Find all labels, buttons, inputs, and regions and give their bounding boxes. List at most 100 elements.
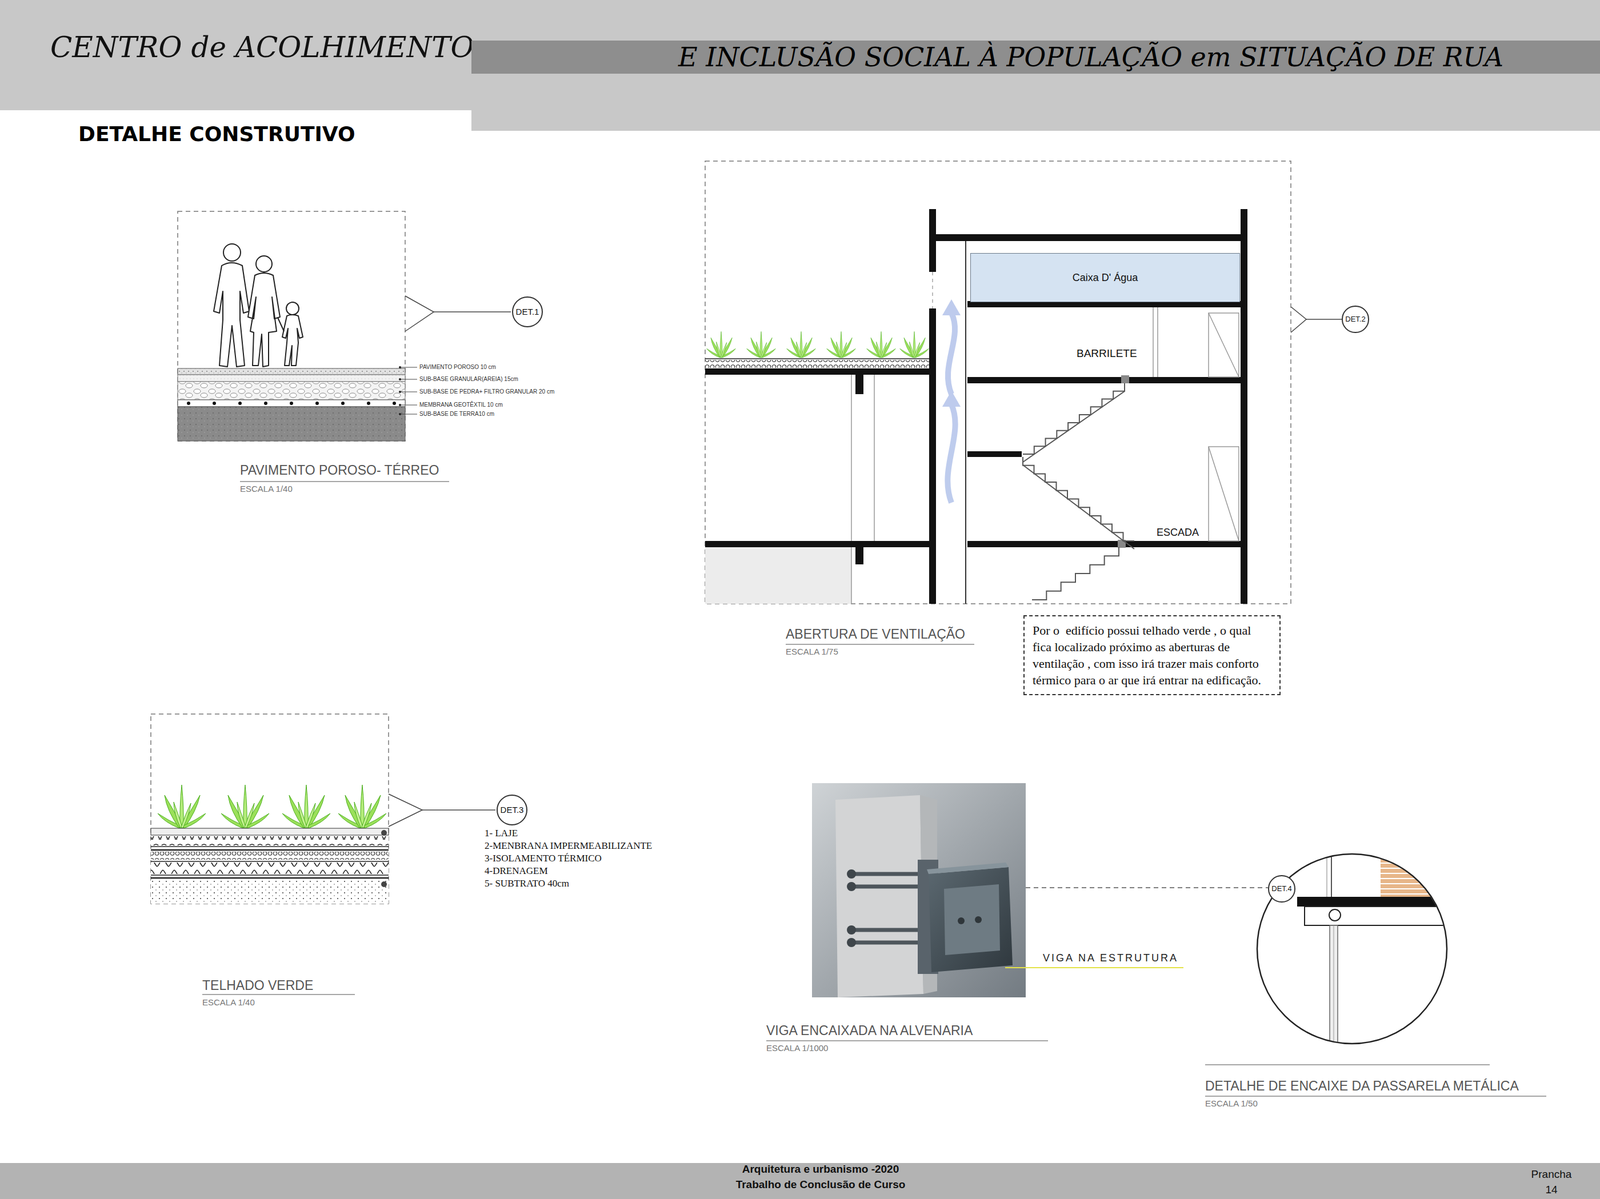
detail-callout: DET.3	[496, 794, 528, 826]
leader-line	[1005, 967, 1184, 969]
green-roof-plants	[746, 331, 776, 358]
green-roof-detail	[150, 849, 389, 852]
green-roof-detail	[282, 785, 331, 829]
header-bar: E INCLUSÃO SOCIAL À POPULAÇÃO em SITUAÇÃ…	[471, 40, 1600, 74]
callout-bracket	[388, 296, 1342, 827]
beam-photo	[852, 928, 918, 933]
walkway-detail	[1333, 925, 1335, 1052]
beam-photo	[812, 783, 1026, 998]
section-drawing	[1208, 446, 1239, 542]
section-drawing	[1121, 375, 1130, 384]
walkway-detail	[1326, 811, 1328, 898]
pavement-detail	[177, 211, 406, 442]
pavement-detail	[366, 401, 371, 406]
beam-photo	[852, 885, 918, 890]
part-label: VIGA NA ESTRUTURA	[1042, 952, 1179, 965]
heading-underline	[1205, 1064, 1490, 1066]
section-drawing	[932, 272, 934, 309]
walkway-detail	[1304, 906, 1452, 926]
beam-photo	[812, 783, 1026, 998]
detail-callout: DET.4	[1268, 875, 1295, 903]
callout-number: DET.1	[516, 306, 540, 317]
green-roof-detail	[157, 785, 206, 829]
pavement-detail	[186, 401, 191, 406]
section-drawing	[1152, 307, 1154, 378]
detail-callout: DET.1	[512, 296, 543, 328]
green-roof-plants	[826, 331, 856, 358]
people-figures	[213, 244, 303, 367]
people-figures	[248, 273, 280, 367]
beam-photo	[846, 938, 856, 948]
walkway-detail	[1257, 854, 1447, 1044]
pavement-detail	[398, 404, 402, 407]
section-drawing	[705, 209, 1248, 604]
section-drawing	[705, 360, 930, 368]
people-figures	[286, 302, 299, 315]
green-roof-detail	[150, 828, 389, 836]
section-drawing	[1208, 446, 1239, 542]
ventilation-arrow	[942, 299, 961, 316]
beam-photo	[944, 884, 1000, 956]
green-roof-detail	[338, 785, 387, 829]
callout-bracket	[1306, 318, 1342, 320]
pavement-detail	[177, 211, 418, 442]
pavement-detail	[264, 401, 268, 406]
walkway-detail	[1329, 909, 1341, 922]
drawing-heading: DETALHE DE ENCAIXE DA PASSARELA METÁLICA	[1205, 1078, 1519, 1094]
footer-band: Arquitetura e urbanismo -2020Trabalho de…	[0, 1163, 1600, 1199]
green-roof-detail	[150, 880, 389, 904]
section-drawing	[1208, 313, 1239, 378]
beam-photo	[852, 941, 918, 946]
heading-underline	[202, 481, 1547, 1097]
walkway-detail	[1330, 811, 1332, 898]
section-drawing	[705, 541, 932, 548]
drawing-heading: PAVIMENTO POROSO- TÉRREO	[240, 462, 439, 478]
room-label: ESCADA	[1156, 526, 1199, 539]
pavement-detail	[400, 414, 418, 415]
beam-photo	[926, 862, 1009, 875]
heading-underline	[202, 994, 355, 996]
beam-photo	[846, 882, 856, 892]
green-roof-detail	[381, 881, 387, 888]
title-rule	[78, 147, 372, 148]
header-background	[471, 0, 1600, 131]
section-drawing	[932, 272, 934, 309]
walkway-detail	[1257, 811, 1452, 1052]
section-drawing	[967, 377, 1248, 384]
layer-label: MEMBRANA GEOTÊXTIL 10 cm	[419, 401, 503, 409]
pavement-detail	[177, 374, 406, 382]
band-text: Prancha	[1531, 1168, 1572, 1182]
pavement-detail	[398, 366, 402, 369]
stair-steps	[1032, 547, 1119, 600]
beam-photo	[974, 916, 982, 924]
section-drawing	[967, 451, 1022, 458]
walkway-detail	[1329, 925, 1338, 1052]
scale-note: ESCALA 1/75	[785, 646, 839, 657]
band-text: Trabalho de Conclusão de Curso	[736, 1178, 906, 1192]
green-roof-detail	[221, 785, 270, 829]
section-drawing	[705, 161, 1291, 604]
room-label: BARRILETE	[1076, 347, 1138, 360]
people-figures	[256, 256, 272, 272]
callout-bracket	[1290, 306, 1307, 333]
layer-label: SUB-BASE GRANULAR(AREIA) 15cm	[419, 376, 519, 383]
section-drawing	[1208, 313, 1239, 542]
heading-underline	[766, 1040, 1048, 1042]
stair-underside	[1022, 391, 1125, 463]
pavement-detail	[398, 390, 402, 394]
band-text: E INCLUSÃO SOCIAL À POPULAÇÃO em SITUAÇÃ…	[678, 40, 1504, 74]
scale-note: ESCALA 1/50	[1205, 1098, 1258, 1109]
section-drawing	[850, 374, 852, 604]
people-figures	[223, 244, 241, 262]
drawing-heading: ABERTURA DE VENTILAÇÃO	[785, 626, 966, 642]
drawing-heading: VIGA ENCAIXADA NA ALVENARIA	[766, 1023, 973, 1039]
green-roof-plants	[706, 331, 736, 358]
beam-photo	[846, 925, 856, 935]
pavement-detail	[400, 367, 418, 368]
green-roof-detail	[381, 830, 387, 836]
band-text: CENTRO de ACOLHIMENTO	[50, 31, 475, 65]
layer-item: 2-MENBRANA IMPERMEABILIZANTE	[484, 840, 652, 852]
section-drawing	[1117, 375, 1130, 548]
section-drawing	[705, 547, 852, 604]
walkway-detail	[1380, 829, 1450, 898]
